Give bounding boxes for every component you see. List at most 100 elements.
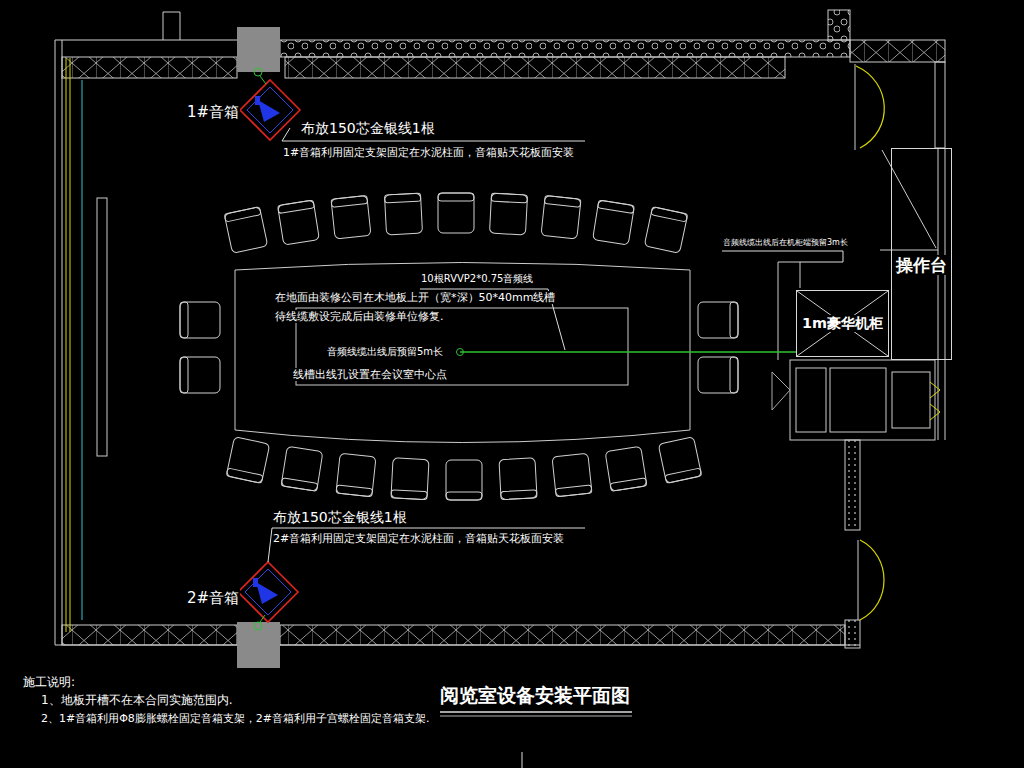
wall-line	[938, 148, 939, 440]
speaker-cone	[258, 100, 280, 122]
speaker-cone	[256, 582, 278, 604]
chair-back	[180, 357, 188, 393]
chair-seat	[336, 453, 376, 497]
cable-point	[254, 68, 262, 76]
speaker-cable	[260, 76, 266, 84]
chair	[499, 458, 537, 500]
drawing-title: 阅览室设备安装平面图	[440, 684, 630, 707]
speaker-symbol	[238, 562, 298, 622]
door-leaf	[858, 540, 859, 620]
notes-heading: 施工说明:	[22, 675, 76, 689]
chair-back	[281, 478, 318, 492]
speaker-outline	[238, 562, 298, 622]
cable-outlet	[772, 372, 790, 410]
chair	[489, 193, 527, 235]
title-underline	[440, 711, 632, 713]
wall-line	[55, 40, 56, 645]
chair-seat	[281, 446, 323, 491]
speaker-label: 2#音箱	[186, 589, 240, 607]
leader-line	[268, 528, 585, 562]
wall-hatch	[62, 57, 237, 78]
chair-back	[278, 200, 315, 214]
chair-seat	[391, 458, 429, 500]
chair	[438, 193, 474, 233]
chair	[698, 357, 738, 393]
chair-back	[336, 485, 373, 497]
outlet-note: 线槽出线孔设置在会议室中心点	[292, 368, 448, 381]
audio-cable	[460, 351, 796, 352]
chair	[336, 453, 376, 497]
trench-note: 待线缆敷设完成后由装修单位修复.	[274, 310, 445, 323]
chair	[384, 193, 422, 235]
chair	[552, 453, 592, 497]
chair-seat	[331, 195, 371, 239]
curtain-line	[82, 80, 83, 620]
wall-dotted	[845, 620, 860, 648]
chair-seat	[605, 446, 647, 491]
cable-point	[254, 622, 262, 630]
box-label: 操作台	[894, 255, 949, 275]
chair-back	[446, 492, 482, 500]
chair	[541, 195, 581, 239]
window-line	[70, 58, 71, 632]
chair-back	[730, 302, 738, 338]
construction-note: 2、1#音箱利用Φ8膨胀螺栓固定音箱支架，2#音箱利用子宫螺栓固定音箱支架.	[40, 712, 431, 725]
chair	[281, 446, 323, 491]
wall-hatch	[285, 57, 785, 78]
wall-gravel	[280, 40, 850, 57]
speaker-outline	[245, 569, 291, 615]
chair-seat	[658, 437, 702, 484]
chair-back	[665, 468, 702, 483]
speaker-cable	[260, 615, 265, 622]
chair-back	[651, 207, 688, 222]
chair-seat	[593, 200, 635, 245]
trench-note: 在地面由装修公司在木地板上开（宽*深）50*40mm线槽	[274, 291, 556, 304]
chair-seat	[180, 357, 220, 393]
cable-note: 布放150芯金银线1根	[272, 509, 408, 526]
wall-gravel	[828, 10, 850, 40]
chair-seat	[226, 437, 270, 484]
chair-back	[384, 193, 420, 203]
chair-seat	[499, 458, 537, 500]
cabinet-cross-line	[797, 291, 888, 356]
chair-seat	[446, 460, 482, 500]
chair	[446, 460, 482, 500]
chair	[605, 446, 647, 491]
wall-line	[935, 62, 945, 148]
concrete-column	[237, 27, 280, 72]
screen	[97, 198, 107, 456]
install-note: 2#音箱利用固定支架固定在水泥柱面，音箱贴天花板面安装	[272, 532, 565, 545]
chair-seat	[698, 357, 738, 393]
chair-back	[180, 302, 188, 338]
cabinet-box: 1m豪华机柜	[796, 290, 889, 357]
cable-note: 音频线缆出线后预留5m长	[326, 346, 444, 358]
wall-line	[945, 148, 946, 440]
chair-seat	[384, 193, 422, 235]
console-box: 操作台	[891, 148, 952, 360]
chair-seat	[224, 207, 268, 254]
chair	[391, 458, 429, 500]
chair	[226, 437, 270, 484]
leader-line	[722, 251, 843, 262]
chair	[180, 302, 220, 338]
chair	[180, 357, 220, 393]
chair-back	[438, 193, 474, 201]
chair-back	[331, 195, 368, 207]
chair-seat	[180, 302, 220, 338]
chair	[658, 437, 702, 484]
wall-stub	[163, 12, 180, 40]
cable-note: 布放150芯金银线1根	[300, 120, 436, 137]
speaker-symbol	[240, 80, 300, 140]
cable-note: 音频线缆出线后在机柜端预留3m长	[722, 238, 849, 248]
chair	[698, 302, 738, 338]
cable-note: 10根RVVP2*0.75音频线	[420, 273, 534, 285]
wall-dotted	[845, 440, 860, 530]
cable-outlet-point	[457, 349, 464, 356]
chair-back	[491, 193, 527, 203]
install-note: 1#音箱利用固定支架固定在水泥柱面，音箱贴天花板面安装	[282, 146, 575, 159]
chair-back	[224, 207, 261, 222]
chair-back	[544, 195, 581, 207]
box-label: 1m豪华机柜	[800, 315, 885, 332]
